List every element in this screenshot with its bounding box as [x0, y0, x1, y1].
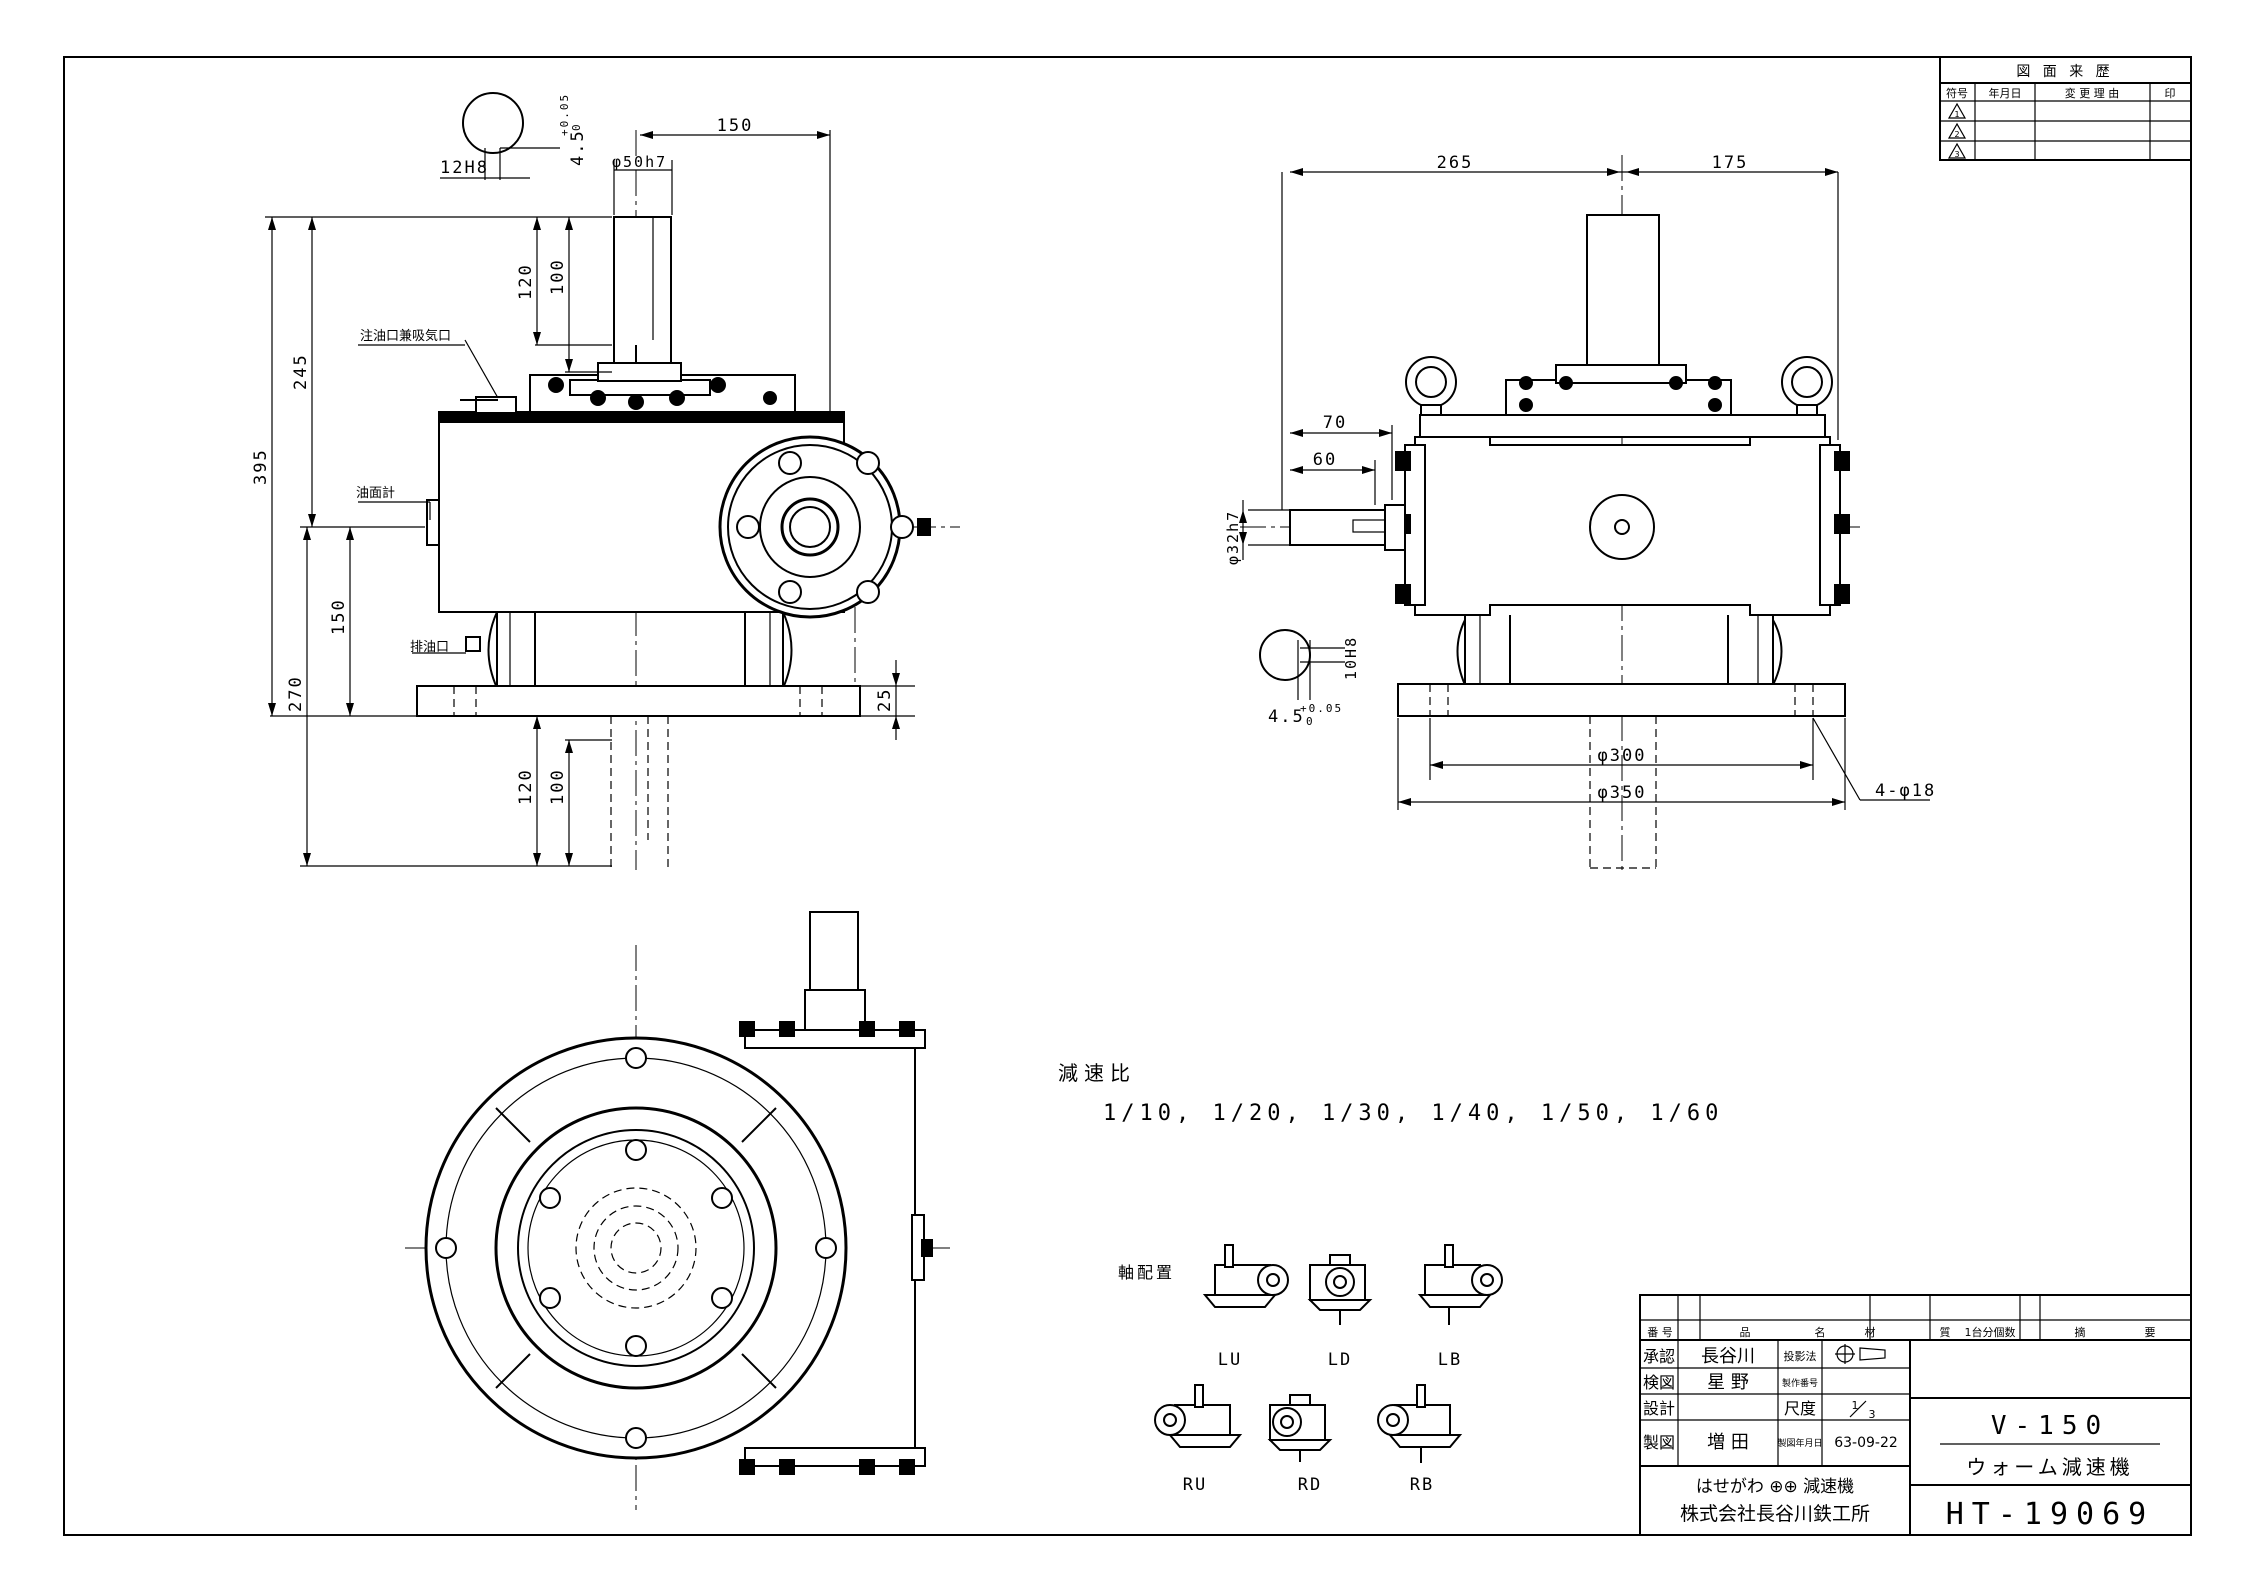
revision-mark-3: 3 — [1954, 150, 1959, 159]
arrangement-rd: RD — [1298, 1475, 1322, 1495]
tb-header-qty: 1台分個数 — [1965, 1325, 2016, 1339]
tb-projection-label: 投影法 — [1784, 1349, 1817, 1363]
tol-top: +0.05 — [558, 93, 571, 136]
revision-header-date: 年月日 — [1989, 86, 2022, 100]
drawing-frame — [63, 56, 2192, 1536]
dim-120-bot: 120 — [516, 768, 536, 805]
dim-25: 25 — [875, 688, 895, 712]
tb-brand: はせがわ ⊕⊕ 減速機 — [1696, 1477, 1854, 1497]
arrangement-rb: RB — [1410, 1475, 1434, 1495]
dim-4-5: 4.5 — [568, 129, 588, 166]
tb-draw-name: 増 田 — [1707, 1432, 1749, 1453]
dim-phi32h7: φ32h7 — [1224, 510, 1242, 565]
dim-60: 60 — [1313, 450, 1337, 470]
dim-120-top: 120 — [516, 263, 536, 300]
reduction-ratio-title: 減速比 — [1058, 1061, 1136, 1085]
revision-header-seal: 印 — [2165, 87, 2176, 100]
label-oil-gauge: 油面計 — [356, 485, 395, 501]
tb-date-value: 63-09-22 — [1834, 1435, 1898, 1451]
side-dimension-text: 265 175 70 60 φ32h7 10H8 4.5 +0.05 0 φ30… — [1224, 153, 1936, 803]
dim-phi50h7: φ50h7 — [612, 153, 667, 171]
tb-serial-label: 製作番号 — [1782, 1377, 1818, 1389]
dim-4-5-right: 4.5 — [1268, 707, 1305, 727]
dim-100-bot: 100 — [548, 768, 568, 805]
arrangement-lu: LU — [1218, 1350, 1242, 1370]
tb-scale-label: 尺度 — [1784, 1399, 1816, 1418]
tb-drawing-number: HT-19069 — [1946, 1497, 2155, 1532]
dim-150-side: 150 — [329, 598, 349, 635]
side-view — [1240, 155, 1860, 870]
tb-header-remark2: 要 — [2145, 1326, 2156, 1339]
dim-12h8: 12H8 — [440, 158, 489, 178]
tb-approve-name: 長谷川 — [1701, 1346, 1755, 1367]
revision-title: 図 面 来 歴 — [2016, 64, 2113, 80]
tol-top-right: +0.05 — [1300, 702, 1343, 715]
arrowheads-front — [268, 131, 900, 866]
dim-70: 70 — [1323, 413, 1347, 433]
tb-check-name: 星 野 — [1707, 1372, 1749, 1393]
dim-270: 270 — [286, 675, 306, 712]
title-block: 番 号 品 名 材 質 1台分個数 摘 要 承認 長谷川 投影法 検図 星 野 … — [1639, 1294, 2192, 1536]
tb-company: 株式会社長谷川鉄工所 — [1680, 1503, 1870, 1525]
dim-100-top: 100 — [548, 258, 568, 295]
dim-4-phi18: 4-φ18 — [1875, 781, 1936, 801]
tb-header-quality: 質 — [1940, 1325, 1951, 1339]
tb-header-item: 品 — [1740, 1326, 1751, 1339]
tb-header-material: 材 — [1865, 1325, 1876, 1339]
dim-phi350: φ350 — [1598, 783, 1647, 803]
front-view-dimensions — [265, 92, 915, 867]
revision-table: 図 面 来 歴 符号 年月日 変 更 理 由 印 1 2 3 — [1939, 56, 2192, 161]
dim-265: 265 — [1437, 153, 1474, 173]
revision-header-mark: 符号 — [1946, 87, 1968, 100]
dim-175: 175 — [1712, 153, 1749, 173]
tb-scale-num: 1 — [1852, 1399, 1859, 1412]
shaft-arrangement-title: 軸配置 — [1118, 1263, 1175, 1282]
side-view-dimensions — [1242, 171, 1930, 810]
tb-header-remark: 摘 — [2075, 1325, 2086, 1339]
revision-header-reason: 変 更 理 由 — [2065, 86, 2120, 100]
dim-10h8: 10H8 — [1342, 636, 1360, 680]
tb-draw-label: 製図 — [1643, 1433, 1675, 1452]
arrangement-ru: RU — [1183, 1475, 1207, 1495]
tb-header-name: 名 — [1815, 1325, 1826, 1339]
dim-phi300: φ300 — [1598, 746, 1647, 766]
bottom-view — [405, 911, 950, 1510]
tol-zero: 0 — [570, 122, 583, 131]
tol-zero-right: 0 — [1306, 715, 1315, 728]
reduction-ratio-values: 1/10, 1/20, 1/30, 1/40, 1/50, 1/60 — [1103, 1101, 1723, 1126]
tb-design-label: 設計 — [1643, 1399, 1675, 1418]
projection-symbol — [1835, 1344, 1886, 1364]
front-dimension-text: 150 12H8 4.5 +0.05 0 φ50h7 120 100 245 3… — [251, 93, 895, 805]
tb-check-label: 検図 — [1643, 1373, 1675, 1392]
dim-245: 245 — [291, 353, 311, 390]
revision-mark-2: 2 — [1954, 130, 1959, 139]
dim-150-top: 150 — [717, 116, 754, 136]
label-oil-inlet: 注油口兼吸気口 — [360, 328, 451, 344]
label-drain: 排油口 — [410, 640, 449, 655]
shaft-arrangement-icons: LU LD LB RU RD RB 軸配置 — [1118, 1244, 1503, 1495]
arrangement-lb: LB — [1438, 1350, 1462, 1370]
tb-approve-label: 承認 — [1643, 1347, 1675, 1366]
tb-scale-den: 3 — [1869, 1408, 1876, 1421]
dim-395: 395 — [251, 448, 271, 485]
front-view — [390, 130, 960, 870]
tb-model: V-150 — [1991, 1411, 2109, 1441]
tb-header-number: 番 号 — [1647, 1326, 1673, 1339]
arrowheads-side — [1239, 168, 1845, 806]
arrangement-ld: LD — [1328, 1350, 1352, 1370]
tb-date-label: 製図年月日 — [1777, 1437, 1822, 1449]
revision-mark-1: 1 — [1954, 110, 1959, 119]
tb-product: ウォーム減速機 — [1966, 1455, 2133, 1479]
